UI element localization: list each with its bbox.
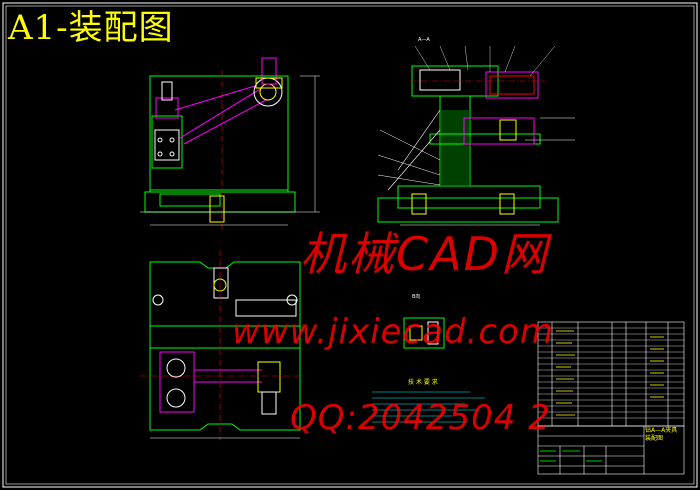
- drawing-title: A1-装配图: [8, 8, 174, 48]
- b-view-detail: [403, 317, 445, 349]
- side-view: [377, 45, 575, 226]
- title-block-name: 钻A—A夹具 装配图: [645, 427, 678, 442]
- tech-requirements-title: 技 术 要 求: [408, 379, 438, 386]
- drawing-inner-frame: [5, 5, 695, 485]
- watermark-line-1: 机械CAD网: [300, 227, 550, 281]
- parts-list-cell-marks: [556, 330, 664, 416]
- parts-list-rows: [538, 327, 684, 419]
- b-view-label: B向: [412, 294, 421, 300]
- tech-requirements-lines: [372, 391, 485, 423]
- watermark-line-3: QQ:2042504 2: [290, 398, 551, 438]
- front-view-clamp: [151, 57, 283, 169]
- title-block: [537, 425, 685, 475]
- top-view: [140, 250, 305, 440]
- parts-list-table: [537, 321, 685, 427]
- title-block-fills: [540, 450, 602, 462]
- section-label-a: A—A: [418, 37, 430, 43]
- watermark-line-2: www.jixiecad.com: [232, 312, 554, 352]
- front-view: [140, 70, 320, 230]
